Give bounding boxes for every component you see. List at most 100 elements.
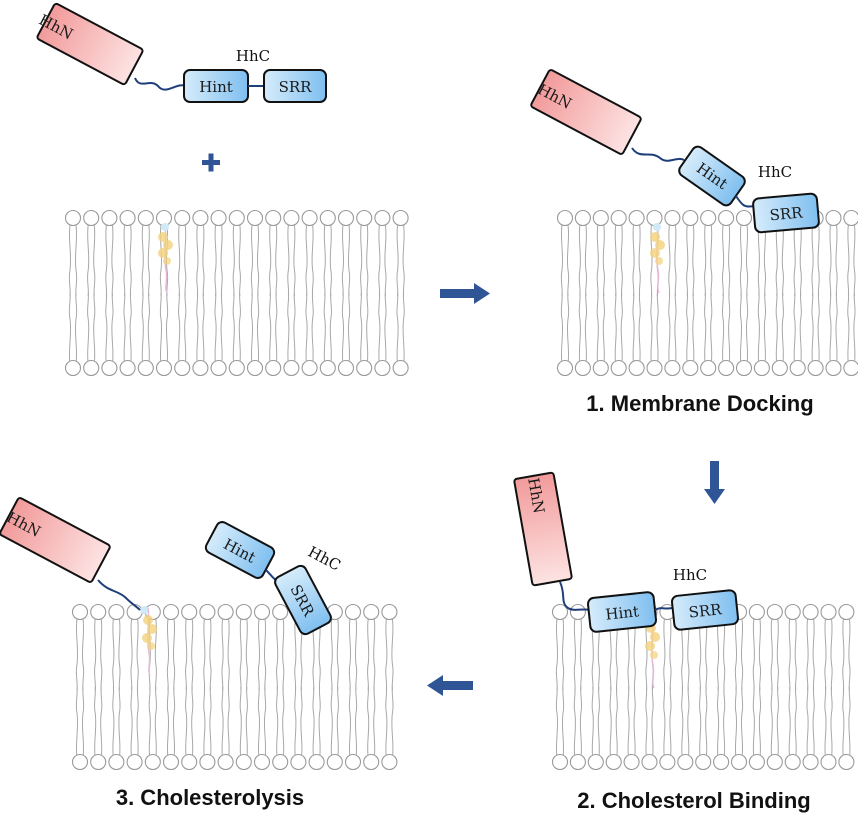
lipid [569,603,586,771]
lipid [551,603,569,771]
lipid [265,209,282,377]
svg-text:HhN: HhN [524,476,548,514]
lipid [126,603,143,771]
step-label-membrane-docking: 1. Membrane Docking [586,391,813,416]
hhc-label: HhC [236,47,270,65]
lipid [181,603,198,771]
lipid [253,603,271,771]
lipid [789,209,806,377]
lipid [71,603,89,771]
lipid [235,603,252,771]
lipid [682,209,699,377]
lipid [713,603,730,771]
cholesterol-molecule [140,606,157,677]
lipid [199,603,216,771]
srr-domain: SRR [263,69,327,103]
svg-text:SRR: SRR [769,204,804,225]
srr-domain: SRR [752,192,820,234]
lipid [718,209,735,377]
lipid [784,603,801,771]
lipid [771,209,788,377]
lipid [337,209,355,377]
membrane-top-left [64,209,409,377]
lipid [843,209,858,377]
hhc-label: HhC [673,566,707,584]
lipid [610,209,627,377]
arrow-down-icon [704,461,725,504]
lipid [217,603,234,771]
lipid [174,209,191,377]
lipid [192,209,209,377]
hint-domain: Hint [678,145,746,207]
lipid [807,209,824,377]
lipid [700,209,717,377]
lipid [272,603,289,771]
lipid [381,603,398,771]
lipid [210,209,227,377]
hhn-domain: HhN [36,2,144,86]
lipid [574,209,591,377]
hhn-domain: HhN [530,69,642,155]
lipid [326,603,343,771]
svg-text:SRR: SRR [688,600,723,621]
srr-domain: SRR [670,589,740,631]
lipid [101,209,118,377]
membrane-top-right [556,209,858,377]
linker [735,195,755,208]
lipid [64,209,82,377]
lipid [664,209,681,377]
hhn-domain: HhN [0,497,111,583]
svg-text:Hint: Hint [604,602,639,623]
lipid [730,603,748,771]
lipid [137,209,154,377]
hint-domain: Hint [183,69,249,103]
lipid [83,209,100,377]
lipid [695,603,712,771]
lipid [802,603,819,771]
svg-text:Hint: Hint [199,78,233,96]
arrow-left-icon [427,675,473,696]
lipid [228,209,245,377]
lipid [766,603,783,771]
membrane-bottom-left [71,603,398,771]
linker [654,607,673,611]
cholesterol-molecule [158,223,173,294]
lipid [344,603,362,771]
linker [631,147,685,162]
linker [134,77,187,91]
lipid [356,209,373,377]
plus-icon [202,153,220,172]
lipid [659,603,676,771]
lipid [108,603,125,771]
lipid [246,209,264,377]
linker [97,579,141,611]
lipid [838,603,855,771]
lipid [592,209,609,377]
hhc-label: HhC [305,543,344,575]
lipid [319,209,336,377]
lipid [119,209,136,377]
hhc-label: HhC [758,163,792,181]
lipid [825,209,842,377]
lipid [735,209,753,377]
cholesterol-molecule [650,223,665,294]
lipid [392,209,409,377]
hint-domain: Hint [204,521,276,579]
lipid [748,603,765,771]
lipid [628,209,645,377]
lipid [283,209,300,377]
lipid [556,209,574,377]
lipid [162,603,180,771]
lipid [753,209,770,377]
lipid [363,603,380,771]
linker [559,581,591,611]
srr-domain: SRR [274,564,332,636]
hint-domain: Hint [586,591,658,633]
step-label-cholesterol-binding: 2. Cholesterol Binding [577,788,810,813]
step-label-cholesterolysis: 3. Cholesterolysis [116,785,304,810]
hhn-domain: HhN [513,471,573,587]
arrow-right-icon [440,283,490,304]
lipid [301,209,318,377]
svg-text:SRR: SRR [279,78,313,96]
